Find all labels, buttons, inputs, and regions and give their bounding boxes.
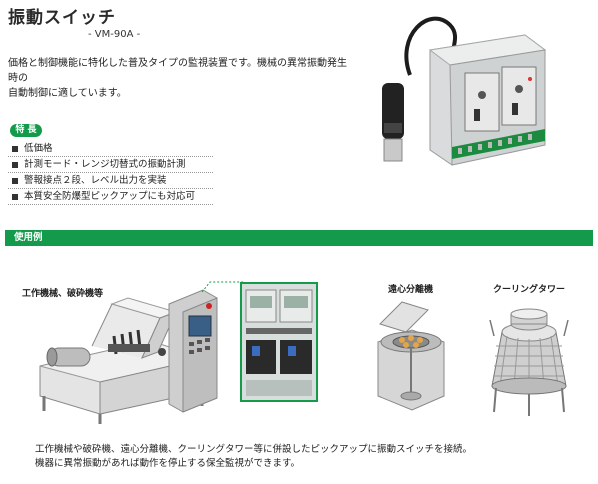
usage-caption: 工作機械や破砕機、遠心分離機、クーリングタワー等に併設したピックアップに振動スイ… <box>35 443 575 471</box>
caption-line-1: 工作機械や破砕機、遠心分離機、クーリングタワー等に併設したピックアップに振動スイ… <box>35 444 473 455</box>
installation-inset-photo <box>240 282 318 402</box>
page-title: 振動スイッチ <box>8 8 116 28</box>
square-bullet-icon <box>12 161 18 168</box>
machine-tool-illustration <box>39 297 207 424</box>
model-number: - VM-90A - <box>88 29 141 40</box>
usage-section-bar: 使用例 <box>5 230 593 246</box>
centrifuge-illustration <box>377 301 445 411</box>
feature-item: 低価格 <box>8 141 213 157</box>
square-bullet-icon <box>12 145 18 152</box>
product-description: 価格と制御機能に特化した普及タイプの監視装置です。機械の異常振動発生時の 自動制… <box>8 56 353 101</box>
features-badge: 特 長 <box>10 124 42 137</box>
product-photo <box>382 16 547 166</box>
description-line-2: 自動制御に適しています。 <box>8 88 127 99</box>
control-cabinet-illustration <box>168 289 218 413</box>
square-bullet-icon <box>12 177 18 184</box>
machine-label: 工作機械、破砕機等 <box>22 289 104 299</box>
feature-item: 計測モード・レンジ切替式の振動計測 <box>8 157 213 173</box>
caption-line-2: 機器に異常振動があれば動作を停止する保全監視ができます。 <box>35 458 301 469</box>
features-list: 低価格 計測モード・レンジ切替式の振動計測 警報接点２段、レベル出力を実装 本質… <box>8 141 213 205</box>
cooling-tower-label: クーリングタワー <box>493 285 566 295</box>
callout-dotted-line <box>201 281 244 293</box>
description-line-1: 価格と制御機能に特化した普及タイプの監視装置です。機械の異常振動発生時の <box>8 58 347 84</box>
square-bullet-icon <box>12 193 18 200</box>
cooling-tower-illustration <box>489 308 569 416</box>
feature-item: 本質安全防爆型ピックアップにも対応可 <box>8 189 213 205</box>
centrifuge-label: 遠心分離機 <box>388 285 434 295</box>
feature-item: 警報接点２段、レベル出力を実装 <box>8 173 213 189</box>
